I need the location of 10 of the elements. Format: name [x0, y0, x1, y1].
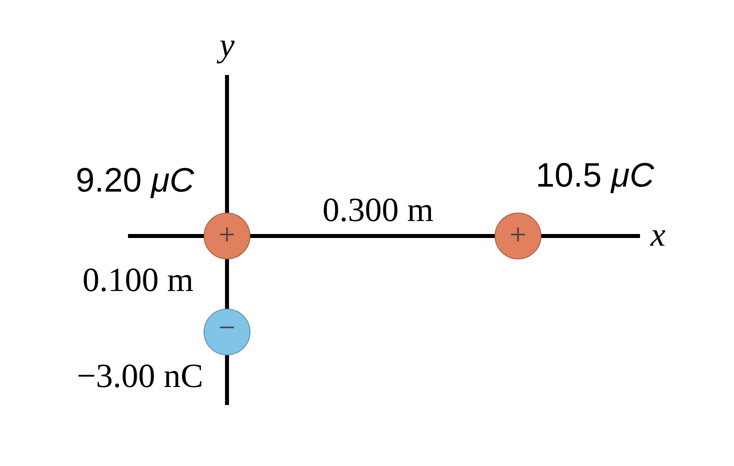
charge-ball: −: [204, 308, 250, 356]
axis-label: y: [216, 40, 235, 64]
charge-label: 9.20 μC: [77, 168, 194, 198]
charge-ball: +: [204, 212, 250, 260]
distance-label: 0.300 m: [324, 198, 433, 222]
charge-ball: +: [494, 212, 542, 260]
charge-label: 10.5 μC: [538, 162, 654, 194]
charge-label: −3.00 nC: [78, 364, 202, 388]
axis-label: x: [650, 230, 666, 246]
distance-label: 0.100 m: [84, 268, 193, 292]
